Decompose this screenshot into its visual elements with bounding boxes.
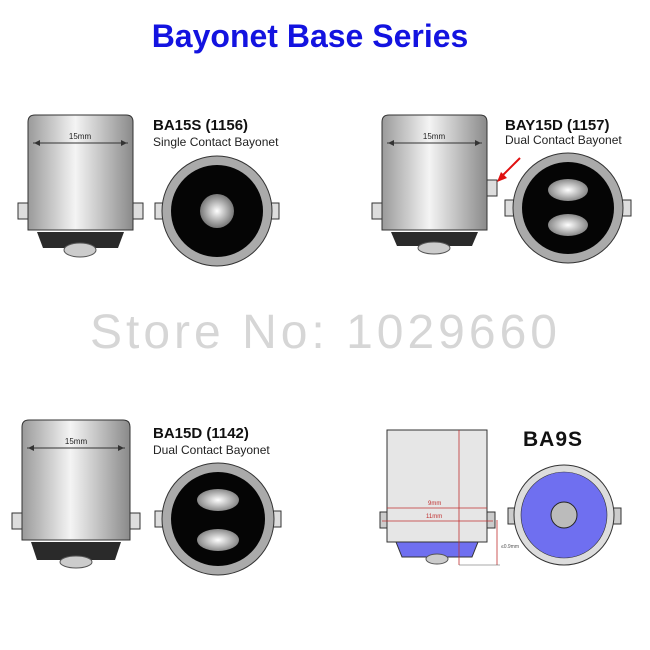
ba9s-label: BA9S (523, 428, 584, 451)
bay15d-label: BAY15D (1157) (505, 117, 610, 134)
store-watermark: Store No: 1029660 (90, 306, 561, 359)
ba15d-description: Dual Contact Bayonet (153, 443, 270, 457)
ba9s-inner-dimension: 9mm (428, 501, 441, 507)
ba15d-front-view (154, 462, 282, 576)
bay15d-front-view (504, 152, 632, 264)
ba15s-side-view (17, 114, 144, 258)
page-title: Bayonet Base Series (151, 18, 469, 54)
ba15s-label: BA15S (1156) (153, 117, 249, 134)
ba15d-dimension: 15mm (65, 437, 88, 446)
bay15d-description: Dual Contact Bayonet (505, 133, 622, 147)
bay15d-dimension: 15mm (423, 132, 446, 141)
red-arrow-icon (497, 157, 521, 182)
ba9s-front-view (507, 464, 622, 566)
ba9s-side-view (379, 429, 500, 566)
ba15s-description: Single Contact Bayonet (153, 135, 279, 149)
bay15d-side-view (371, 114, 498, 255)
ba15s-front-view (154, 155, 280, 267)
ba9s-height-dimension: ≤0.9mm (501, 544, 519, 550)
ba15s-dimension: 15mm (69, 132, 92, 141)
ba9s-outer-dimension: 11mm (426, 514, 442, 520)
ba15d-side-view (11, 419, 141, 569)
ba15d-label: BA15D (1142) (153, 425, 249, 442)
